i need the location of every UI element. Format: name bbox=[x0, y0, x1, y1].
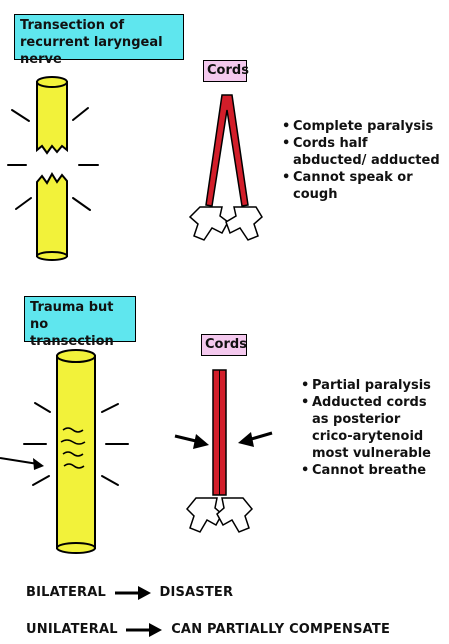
unilateral-line: UNILATERAL CAN PARTIALLY COMPENSATE bbox=[26, 622, 390, 637]
bilateral-label: BILATERAL bbox=[26, 585, 106, 600]
bottom-title: Trauma but no transection bbox=[30, 300, 114, 349]
right-arrow-icon bbox=[114, 586, 152, 600]
top-bullet-list: Complete paralysis Cords half abducted/ … bbox=[282, 118, 444, 203]
bilateral-result: DISASTER bbox=[159, 585, 233, 600]
top-bullet-item: Cords half abducted/ adducted bbox=[282, 135, 444, 169]
bottom-cords-label: Cords bbox=[205, 337, 247, 352]
top-bullet-item: Cannot speak or cough bbox=[282, 169, 444, 203]
top-cords-label-box: Cords bbox=[203, 60, 247, 82]
top-bullet-item: Complete paralysis bbox=[282, 118, 444, 135]
cords-bottom bbox=[187, 370, 252, 532]
right-arrow-icon bbox=[125, 623, 163, 637]
bottom-bullet-list: Partial paralysis Adducted cords as post… bbox=[301, 377, 441, 479]
bottom-bullet-item: Partial paralysis bbox=[301, 377, 441, 394]
cords-top bbox=[190, 95, 262, 240]
trauma-nerve bbox=[57, 350, 95, 553]
unilateral-label: UNILATERAL bbox=[26, 622, 118, 637]
pointer-arrow bbox=[0, 458, 44, 470]
bilateral-line: BILATERAL DISASTER bbox=[26, 585, 233, 600]
bottom-title-box: Trauma but no transection bbox=[24, 296, 136, 342]
transected-nerve bbox=[37, 77, 67, 260]
top-title-box: Transection of recurrent laryngeal nerve bbox=[14, 14, 184, 60]
top-cords-label: Cords bbox=[207, 63, 249, 78]
top-title: Transection of recurrent laryngeal nerve bbox=[20, 18, 163, 67]
bottom-bullet-item: Cannot breathe bbox=[301, 462, 441, 479]
bottom-cords-label-box: Cords bbox=[201, 334, 247, 356]
bottom-bullet-item: Adducted cords as posterior crico-aryten… bbox=[301, 394, 441, 462]
unilateral-result: CAN PARTIALLY COMPENSATE bbox=[171, 622, 390, 637]
